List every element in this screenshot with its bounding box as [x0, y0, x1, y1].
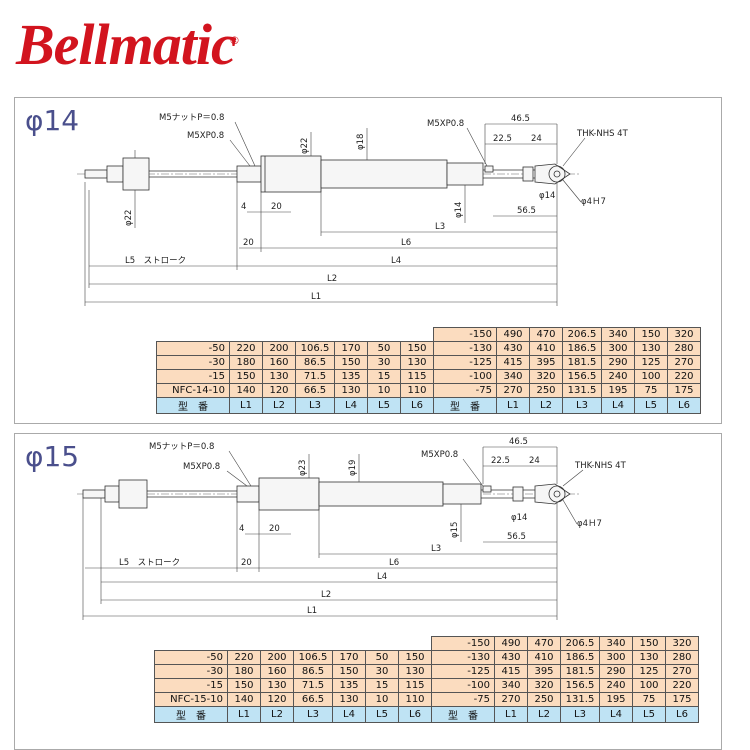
dim-56-5: 56.5 [517, 206, 536, 216]
nut-label: M5ナットP＝0.8 [149, 442, 214, 452]
dim-l4: L4 [377, 572, 387, 582]
spec-panel-phi14: φ14 φ22 φ22 φ18 φ14 M5ナットP＝0. [14, 97, 722, 424]
spec-table: -150 490 470 206.5 340 150 320 -50 220 2… [156, 327, 701, 414]
table-row: -30 180 160 86.5 150 30 130 -125 415 395… [154, 664, 699, 679]
dim-22-5: 22.5 [493, 134, 512, 144]
dim-l5-stroke: L5 ストローク [125, 256, 186, 266]
dia-cylinder: φ18 [356, 134, 366, 150]
brand-logo: Bellmatic [16, 12, 237, 77]
table-row: -30 180 160 86.5 150 30 130 -125 415 395… [156, 355, 701, 370]
thread-left-label: M5XP0.8 [187, 131, 224, 141]
joint-label: THK-NHS 4T [574, 461, 627, 471]
table-cell: 206.5 [562, 327, 602, 342]
table-cell: 150 [634, 327, 668, 342]
joint-label: THK-NHS 4T [576, 129, 629, 139]
dim-l2: L2 [327, 274, 337, 284]
left-rod-end [84, 169, 108, 179]
table-cell: 150 [632, 636, 666, 651]
spec-table: -150 490 470 206.5 340 150 320 -50 220 2… [154, 636, 699, 723]
thread-right-label: M5XP0.8 [427, 119, 464, 129]
table-cell: -150 [431, 636, 495, 651]
table-row: -50 220 200 106.5 170 50 150 -130 430 41… [154, 650, 699, 665]
dia-rod: φ15 [450, 522, 460, 538]
table-cell: 340 [599, 636, 633, 651]
dim-24: 24 [531, 134, 542, 144]
table-cell: 490 [494, 636, 528, 651]
dim-20-a: 20 [271, 202, 282, 212]
cylinder-drawing: φ23 φ19 φ15 M5ナットP＝0.8 M5XP0.8 M5XP0.8 T… [77, 437, 627, 620]
left-nut [106, 165, 124, 183]
table-cell: 470 [529, 327, 563, 342]
left-boss [118, 479, 148, 509]
cylinder-tube [318, 481, 444, 507]
dia-end: φ14 [511, 513, 527, 523]
pin-hole-label: φ4Ｈ7 [577, 519, 602, 529]
tube-end [446, 162, 484, 186]
dim-20-b: 20 [243, 238, 254, 248]
rod-joint [534, 163, 571, 185]
rod-joint [534, 483, 571, 505]
dia-cylinder: φ19 [348, 460, 358, 476]
table-row: NFC-15-10 140 120 66.5 130 10 110 -75 27… [154, 692, 699, 707]
table-cell: 490 [496, 327, 530, 342]
table-cell: -150 [433, 327, 497, 342]
thread-left-label: M5XP0.8 [183, 462, 220, 472]
dim-l3: L3 [431, 544, 441, 554]
dim-4: 4 [241, 202, 246, 212]
dia-end: φ14 [539, 191, 555, 201]
table-row: -15 150 130 71.5 135 15 115 -100 340 320… [154, 678, 699, 693]
dim-46-5: 46.5 [509, 437, 528, 447]
dim-4: 4 [239, 524, 244, 534]
dim-l1: L1 [307, 606, 317, 616]
table-header-row: 型 番 L1 L2 L3 L4 L5 L6 型 番 L1 L2 L3 L4 L5… [154, 706, 699, 723]
dim-l5-stroke: L5 ストローク [119, 558, 180, 568]
table-header-row: 型 番 L1 L2 L3 L4 L5 L6 型 番 L1 L2 L3 L4 L5… [156, 397, 701, 414]
dim-20-b: 20 [241, 558, 252, 568]
left-boss [122, 157, 150, 191]
cylinder-tube [320, 159, 448, 189]
dia-body: φ23 [298, 460, 308, 476]
dim-46-5: 46.5 [511, 114, 530, 124]
dim-24: 24 [529, 456, 540, 466]
table-cell: 340 [601, 327, 635, 342]
table-row: -50 220 200 106.5 170 50 150 -130 430 41… [156, 341, 701, 356]
table-cell: 206.5 [560, 636, 600, 651]
dim-l6: L6 [401, 238, 411, 248]
dim-l4: L4 [391, 256, 401, 266]
nut-label: M5ナットP＝0.8 [159, 113, 224, 123]
dim-20-a: 20 [269, 524, 280, 534]
panel-title: φ14 [25, 104, 80, 137]
registered-mark: ® [229, 34, 240, 47]
dim-22-5: 22.5 [491, 456, 510, 466]
left-nut [104, 485, 120, 503]
body-head [260, 155, 322, 193]
table-cell: 320 [665, 636, 699, 651]
thread-right-label: M5XP0.8 [421, 450, 458, 460]
dim-l1: L1 [311, 292, 321, 302]
dim-l3: L3 [435, 222, 445, 232]
table-cell: 470 [527, 636, 561, 651]
tube-end [442, 483, 482, 505]
body-head [258, 477, 320, 511]
table-row: -15 150 130 71.5 135 15 115 -100 340 320… [156, 369, 701, 384]
table-cell: 320 [667, 327, 701, 342]
cylinder-drawing: φ22 φ22 φ18 φ14 M5ナットP＝0.8 M5XP0.8 M5XP0… [77, 113, 629, 306]
left-rod-end [82, 489, 106, 499]
dim-l6: L6 [389, 558, 399, 568]
dim-56-5: 56.5 [507, 532, 526, 542]
table-row: NFC-14-10 140 120 66.5 130 10 110 -75 27… [156, 383, 701, 398]
dim-l2: L2 [321, 590, 331, 600]
dia-rod: φ14 [454, 202, 464, 218]
rod-nut [236, 485, 260, 503]
rod-nut [236, 165, 262, 183]
dia-rod-left: φ22 [124, 210, 134, 226]
dia-body: φ22 [300, 138, 310, 154]
pin-hole-label: φ4Ｈ7 [581, 197, 606, 207]
spec-panel-phi15: φ15 φ23 φ19 φ15 M5ナットP＝0.8 M5XP0.8 M5XP0… [14, 433, 722, 750]
panel-title: φ15 [25, 440, 80, 473]
